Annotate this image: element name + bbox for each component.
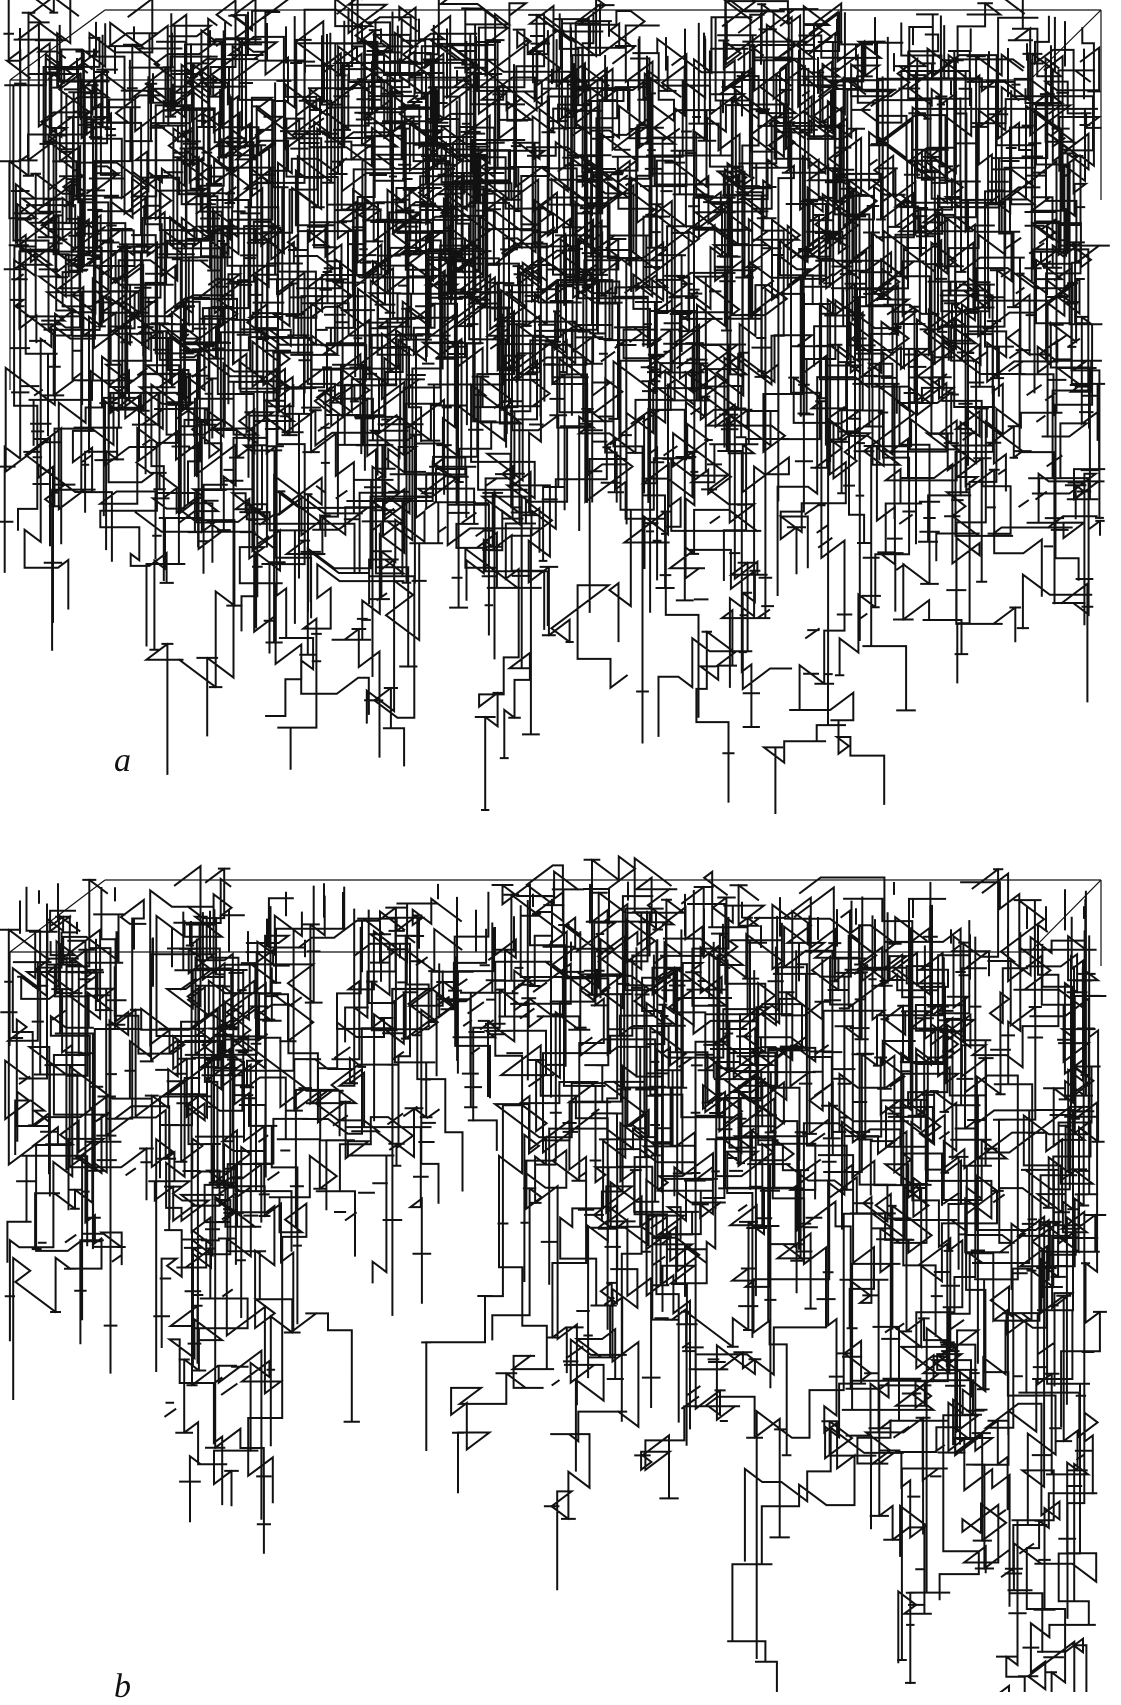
panel-b: b: [0, 846, 1121, 1692]
panel-label-a: a: [114, 744, 131, 778]
lattice-network-a: [0, 0, 1121, 846]
network-lines-a: [0, 0, 1109, 813]
panel-a: a: [0, 0, 1121, 846]
panel-label-b: b: [114, 1670, 131, 1704]
lattice-network-b: [0, 846, 1121, 1692]
network-lines-b: [0, 857, 1106, 1693]
network-path: [0, 857, 1106, 1693]
network-path: [0, 0, 1109, 813]
